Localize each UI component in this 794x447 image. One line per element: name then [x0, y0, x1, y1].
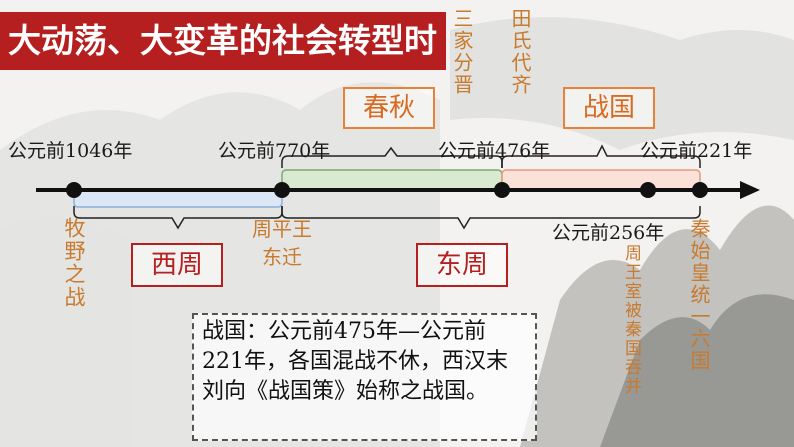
timeline-arrow: [740, 181, 760, 199]
period-dongzhou: 东周: [416, 243, 508, 287]
event-tianshi: 田氏代齐: [508, 8, 532, 96]
dot-221: [692, 182, 708, 198]
note-box: 战国：公元前475年—公元前221年，各国混战不休，西汉末刘向《战国策》始称之战…: [192, 313, 537, 441]
period-chunqiu: 春秋: [343, 87, 435, 129]
dot-1046: [66, 182, 82, 198]
brace-xizhou: [73, 206, 283, 230]
event-qinshi: 秦始皇统一六国: [687, 218, 711, 372]
brace-zhanguo: [501, 144, 701, 168]
brace-dongzhou: [281, 206, 701, 230]
dot-256: [640, 182, 656, 198]
event-pingwang: 周平王东迁: [252, 217, 312, 269]
dot-476: [494, 182, 510, 198]
year-label-221: 公元前221年: [640, 140, 753, 162]
year-label-476: 公元前476年: [438, 140, 551, 162]
period-zhanguo: 战国: [563, 87, 655, 129]
band-chunqiu: [281, 169, 503, 191]
dot-770: [274, 182, 290, 198]
year-label-770: 公元前770年: [218, 140, 331, 162]
year-label-1046: 公元前1046年: [8, 140, 133, 162]
event-zhouwang: 周王室被秦国吞并: [621, 244, 641, 396]
year-label-256: 公元前256年: [552, 222, 665, 244]
event-sanjia: 三家分晋: [450, 8, 474, 96]
event-muye: 牧野之战: [62, 217, 86, 309]
band-zhanguo: [501, 169, 701, 191]
brace-chunqiu: [281, 146, 503, 168]
page-title: 大动荡、大变革的社会转型时: [0, 12, 446, 70]
period-xizhou: 西周: [131, 243, 223, 287]
